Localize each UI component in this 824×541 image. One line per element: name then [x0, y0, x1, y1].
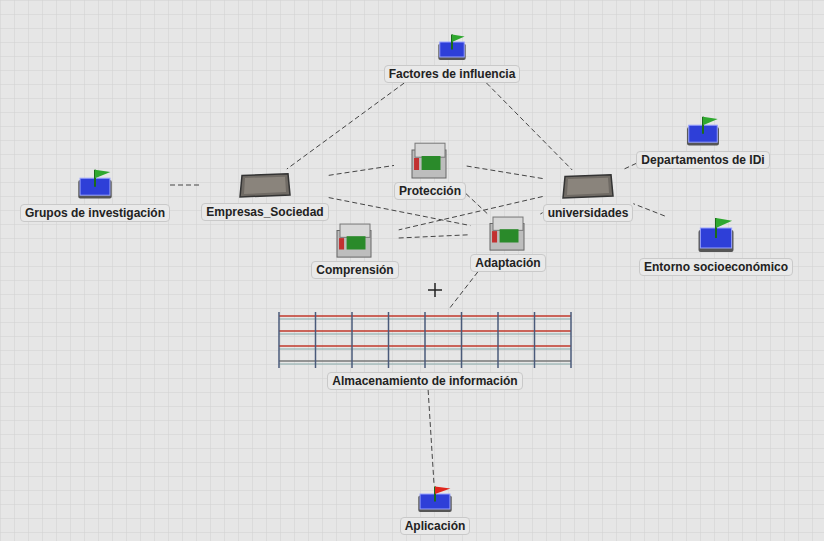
object-label: Departamentos de IDi [636, 151, 769, 169]
source-node: Departamentos de IDi [636, 115, 769, 169]
object-label: Adaptación [470, 254, 545, 272]
object-icon [275, 310, 575, 370]
connection-line [329, 198, 471, 226]
object-icon [334, 221, 376, 259]
object-icon [238, 169, 292, 201]
object-icon [413, 485, 457, 515]
object-icon [693, 216, 739, 256]
object-icon [434, 33, 470, 63]
connection-line [399, 197, 543, 230]
object-icon [409, 140, 451, 180]
object-label: Entorno socioeconómico [639, 258, 793, 276]
connection-line [466, 166, 543, 179]
object-label: Empresas_Sociedad [201, 203, 328, 221]
connection-line [486, 83, 572, 170]
object-icon [487, 214, 529, 252]
object-label: Protección [394, 182, 466, 200]
source-node: Entorno socioeconómico [639, 216, 793, 276]
connection-line [170, 185, 201, 186]
object-icon [682, 115, 724, 149]
storage-rack: Almacenamiento de información [275, 310, 575, 390]
object-label: Almacenamiento de información [327, 372, 522, 390]
processor-node: Adaptación [470, 214, 545, 272]
connection-line [448, 272, 477, 310]
object-label: Grupos de investigación [20, 204, 170, 222]
connection-line [287, 83, 404, 169]
queue-node: Empresas_Sociedad [201, 169, 328, 221]
source-node: Factores de influencia [384, 33, 521, 83]
source-node: Aplicación [400, 485, 471, 535]
connection-line [428, 390, 434, 485]
queue-node: universidades [543, 170, 634, 222]
connection-line [399, 235, 471, 238]
connection-line [329, 165, 394, 175]
object-label: universidades [543, 204, 634, 222]
processor-node: Comprensión [311, 221, 398, 279]
source-node: Grupos de investigación [20, 168, 170, 222]
object-label: Comprensión [311, 261, 398, 279]
object-label: Factores de influencia [384, 65, 521, 83]
processor-node: Protección [394, 140, 466, 200]
object-label: Aplicación [400, 517, 471, 535]
object-icon [73, 168, 117, 202]
object-icon [561, 170, 615, 202]
connection-line [633, 204, 664, 216]
connection-line [466, 194, 488, 214]
connection-line [622, 163, 636, 170]
